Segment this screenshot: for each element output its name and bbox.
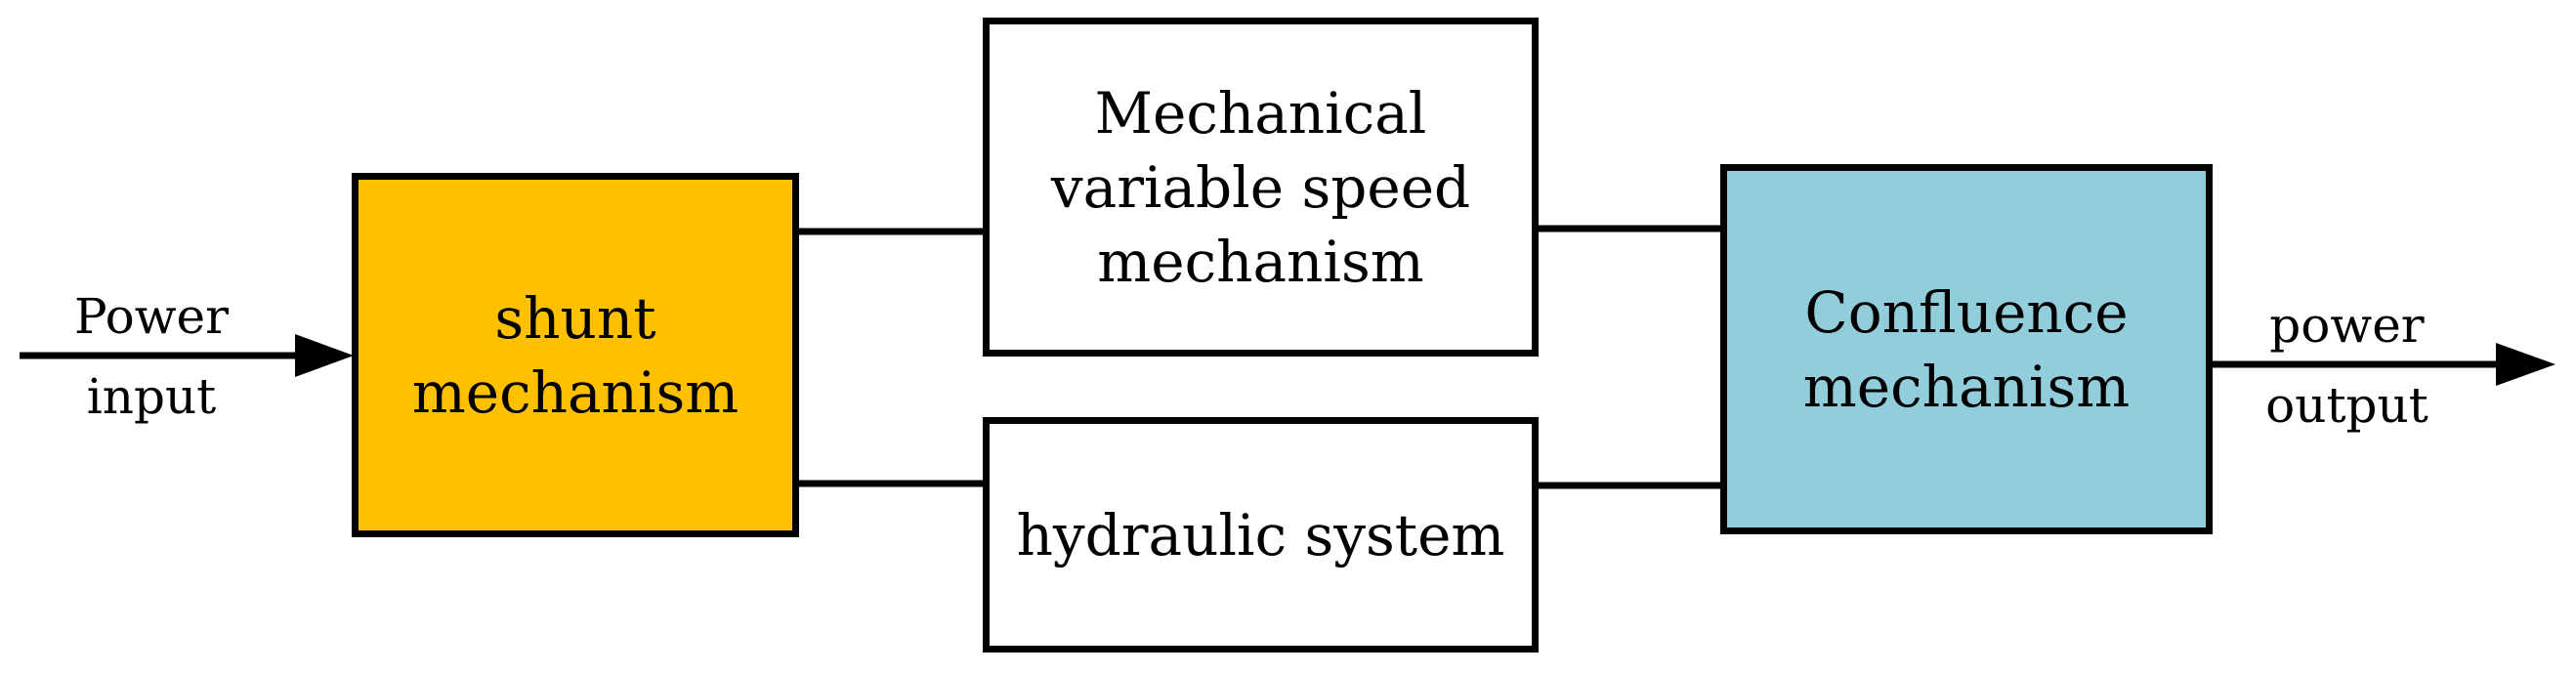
- power-output-line2: output: [2265, 377, 2428, 434]
- shunt-label-line1: shunt: [494, 284, 656, 352]
- hydraulic-system-box: hydraulic system: [983, 417, 1539, 653]
- mechanical-label-line3: mechanism: [1097, 228, 1424, 295]
- shunt-label-line2: mechanism: [411, 358, 739, 426]
- power-output-gap: [2232, 353, 2462, 378]
- power-input-line2: input: [86, 368, 217, 425]
- power-output-line1: power: [2269, 297, 2425, 354]
- mechanical-label-line1: Mechanical: [1094, 79, 1427, 147]
- mechanical-label-line2: variable speed: [1050, 153, 1471, 221]
- mechanical-variable-speed-box: Mechanical variable speed mechanism: [983, 18, 1539, 357]
- confluence-mechanism-box: Confluence mechanism: [1720, 164, 2213, 534]
- input-arrowhead-icon: [295, 334, 354, 377]
- confluence-label-line2: mechanism: [1802, 353, 2131, 420]
- hydraulic-label-line1: hydraulic system: [1016, 501, 1505, 569]
- output-arrowhead-icon: [2496, 343, 2555, 386]
- power-input-line1: Power: [73, 288, 229, 345]
- confluence-label-line1: Confluence: [1804, 278, 2129, 346]
- power-input-gap: [29, 344, 274, 369]
- shunt-mechanism-box: shunt mechanism: [352, 173, 799, 537]
- power-output-label: power output: [2232, 298, 2462, 433]
- power-input-label: Power input: [29, 289, 274, 424]
